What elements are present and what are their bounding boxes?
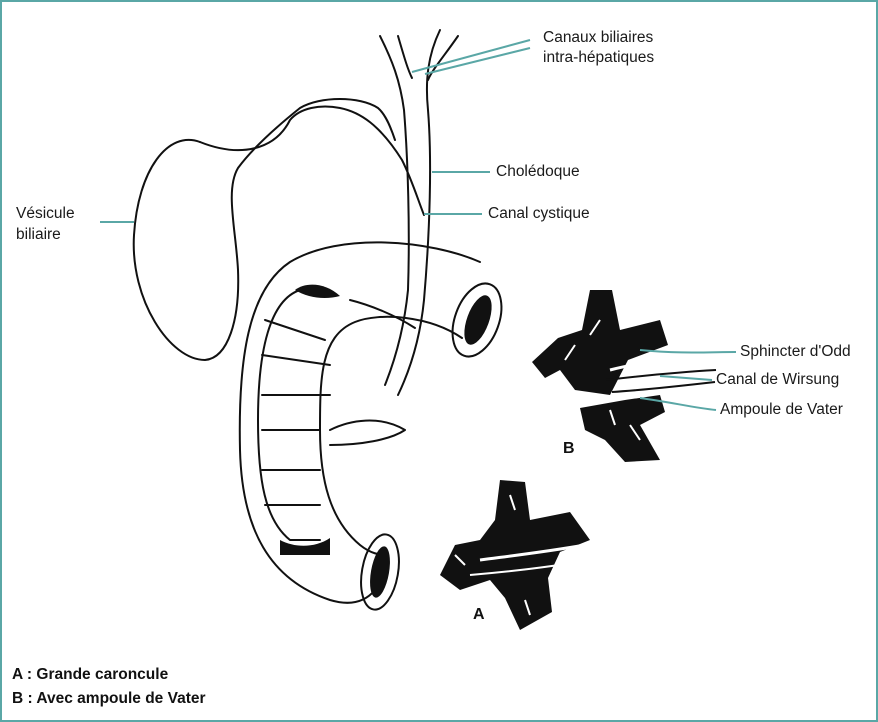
label-ampoule: Ampoule de Vater — [720, 400, 843, 420]
intrahepatic-duct-2 — [428, 36, 458, 80]
intrahepatic-duct-1 — [398, 36, 412, 78]
leader-sphincter — [640, 350, 736, 353]
label-wirsung: Canal de Wirsung — [716, 370, 839, 390]
label-canaux-line2: intra-hépatiques — [543, 48, 654, 68]
legend-b: B : Avec ampoule de Vater — [12, 690, 206, 708]
label-canaux-line1: Canaux biliaires — [543, 28, 653, 48]
inset-b-drawing — [532, 290, 716, 462]
common-bile-duct-right — [398, 30, 440, 395]
fold-1 — [265, 320, 325, 340]
inset-a-drawing — [440, 480, 590, 630]
duodenum-outer — [240, 242, 480, 602]
label-choledoque: Cholédoque — [496, 162, 580, 182]
papilla-region — [330, 421, 405, 445]
label-vesicule-line1: Vésicule — [16, 204, 75, 224]
inset-a-letter: A — [473, 606, 485, 624]
leader-wirsung — [660, 376, 712, 380]
lumen-end-bottom — [367, 545, 394, 599]
label-canal-cystique: Canal cystique — [488, 204, 590, 224]
lumen-dark-top — [295, 285, 340, 298]
legend-a: A : Grande caroncule — [12, 666, 168, 684]
fold-2 — [262, 355, 330, 365]
inset-b-letter: B — [563, 440, 575, 458]
cystic-duct-neck — [200, 107, 424, 216]
label-vesicule-line2: biliaire — [16, 225, 61, 245]
leader-canaux-1 — [412, 40, 530, 72]
common-bile-duct-left — [380, 36, 409, 385]
label-sphincter: Sphincter d'Odd — [740, 342, 851, 362]
